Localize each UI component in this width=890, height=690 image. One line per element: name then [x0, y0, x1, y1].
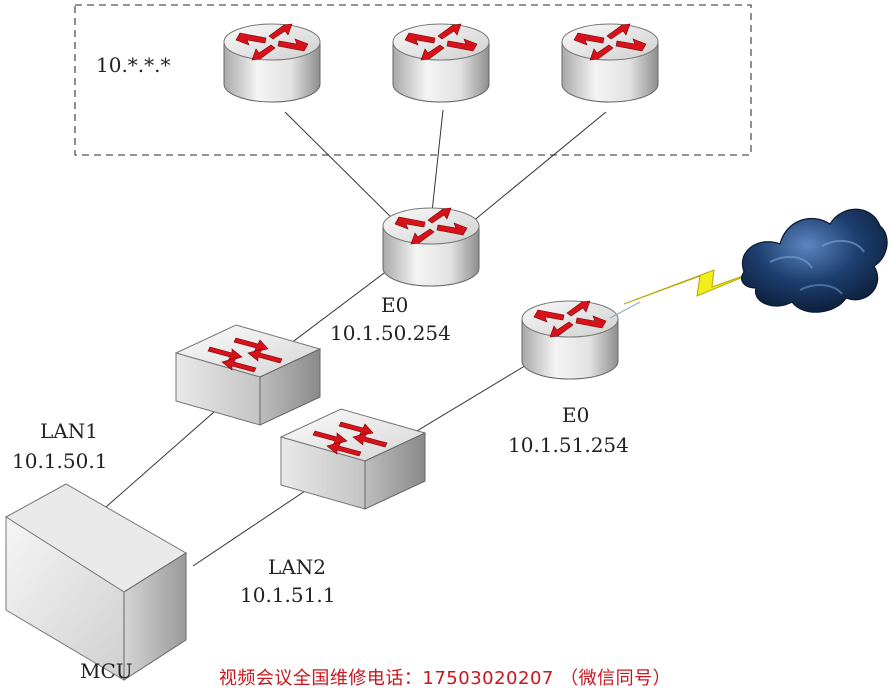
cloud-icon — [741, 208, 888, 313]
router2-interface-label: E0 — [562, 403, 589, 427]
mcu-label: MCU — [80, 659, 133, 683]
router2-ip-label: 10.1.51.254 — [508, 433, 629, 457]
subnet-boundary — [74, 4, 752, 156]
footer-contact-text: 视频会议全国维修电话：17503020207 （微信同号） — [218, 668, 672, 689]
router-icon-top-2 — [392, 23, 490, 103]
router-icon-core — [382, 207, 480, 287]
lan1-name-label: LAN1 — [40, 419, 98, 443]
router1-ip-label: 10.1.50.254 — [330, 321, 451, 345]
lightning-icon — [623, 269, 761, 305]
router-icon-top-1 — [223, 23, 321, 103]
switch-icon-2 — [280, 408, 426, 510]
lan2-name-label: LAN2 — [268, 555, 326, 579]
link-core-top3 — [471, 111, 607, 223]
link-core-top2 — [431, 109, 444, 213]
lan1-ip-label: 10.1.50.1 — [12, 449, 107, 473]
router1-interface-label: E0 — [381, 293, 408, 317]
link-switch1-mcu — [97, 411, 215, 515]
link-switch2-mcu — [192, 484, 315, 567]
subnet-label: 10.*.*.* — [96, 53, 171, 77]
lan2-ip-label: 10.1.51.1 — [240, 583, 335, 607]
router-icon-edge — [521, 300, 619, 380]
link-core-top1 — [284, 111, 403, 229]
switch-icon-1 — [175, 324, 321, 426]
mcu-device-icon — [5, 483, 187, 681]
router-icon-top-3 — [561, 23, 659, 103]
link-edge-lightning — [609, 301, 641, 319]
